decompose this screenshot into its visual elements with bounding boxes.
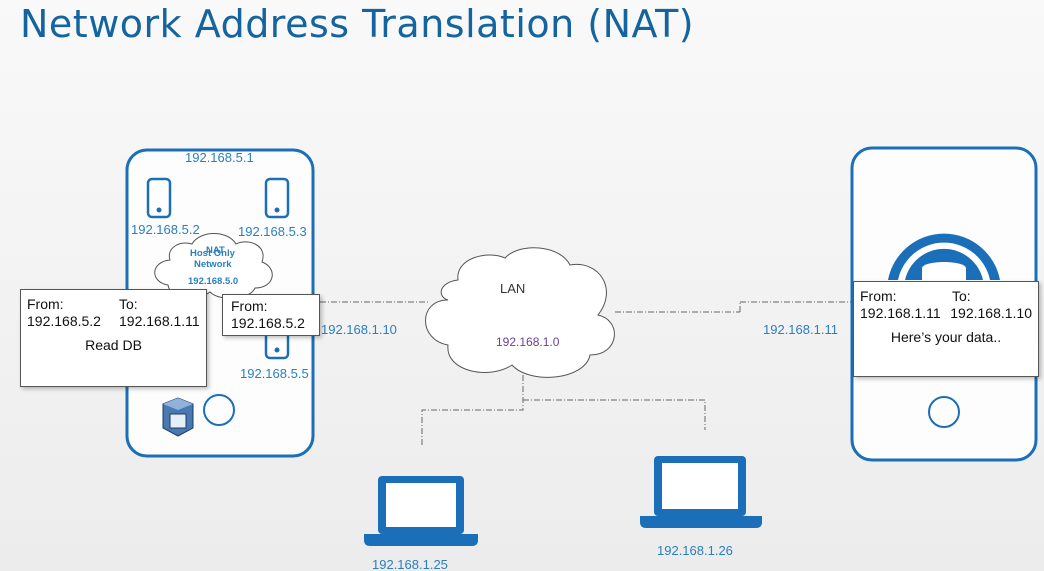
vm3-ip: 192.168.5.5 bbox=[240, 366, 309, 381]
vm2-ip: 192.168.5.3 bbox=[238, 224, 307, 239]
vm1-ip: 192.168.5.2 bbox=[131, 222, 200, 237]
packet-nat-box: From: 192.168.5.2 bbox=[222, 294, 320, 336]
packet-response-to-label: To: bbox=[952, 288, 971, 304]
laptop2-ip: 192.168.1.26 bbox=[657, 543, 733, 558]
packet-response-from-value: 192.168.1.11 bbox=[860, 305, 941, 321]
cloud-label-nat: NAT bbox=[206, 245, 225, 256]
line-lan-to-laptop2 bbox=[523, 399, 706, 430]
packet-request-from-label: From: bbox=[27, 296, 64, 312]
packet-request-to-value: 192.168.1.11 bbox=[119, 313, 200, 329]
packet-request-to-label: To: bbox=[119, 296, 138, 312]
packet-response-from-label: From: bbox=[860, 288, 897, 304]
packet-nat-from-value: 192.168.5.2 bbox=[231, 315, 305, 331]
cloud-label-line3: 192.168.5.0 bbox=[188, 276, 238, 287]
virtualbox-logo-icon bbox=[162, 397, 194, 437]
right-host-home-button bbox=[928, 396, 960, 428]
packet-request-payload: Read DB bbox=[85, 337, 142, 353]
right-host-ip: 192.168.1.11 bbox=[763, 322, 838, 337]
database-icon bbox=[888, 233, 1000, 282]
left-host-ip: 192.168.1.10 bbox=[321, 322, 397, 337]
page-title: Network Address Translation (NAT) bbox=[20, 2, 695, 46]
laptop1-ip: 192.168.1.25 bbox=[372, 557, 448, 571]
laptop-icon-2 bbox=[640, 456, 762, 528]
cloud-label-line2: Network bbox=[194, 259, 232, 270]
packet-request-from-value: 192.168.5.2 bbox=[27, 313, 101, 329]
packet-response-box: From: To: 192.168.1.11 192.168.1.10 Here… bbox=[853, 281, 1039, 377]
host-only-network-cloud bbox=[154, 233, 273, 299]
packet-response-payload: Here’s your data.. bbox=[890, 329, 1002, 345]
lan-label: LAN bbox=[500, 281, 525, 296]
cloud-label-line1: Host Only bbox=[190, 248, 236, 259]
laptop-icon-1 bbox=[364, 476, 478, 546]
left-host-top-ip: 192.168.5.1 bbox=[185, 150, 254, 165]
line-lan-to-laptop1 bbox=[421, 375, 524, 445]
packet-request-box: From: To: 192.168.5.2 192.168.1.11 Read … bbox=[20, 289, 207, 387]
vm2-icon bbox=[264, 177, 290, 219]
packet-response-to-value: 192.168.1.10 bbox=[950, 305, 1032, 321]
packet-nat-from-label: From: bbox=[231, 298, 268, 314]
lan-cloud bbox=[425, 247, 615, 378]
left-host-home-button bbox=[203, 394, 235, 426]
vm1-icon bbox=[146, 177, 172, 219]
lan-ip: 192.168.1.0 bbox=[496, 335, 560, 349]
